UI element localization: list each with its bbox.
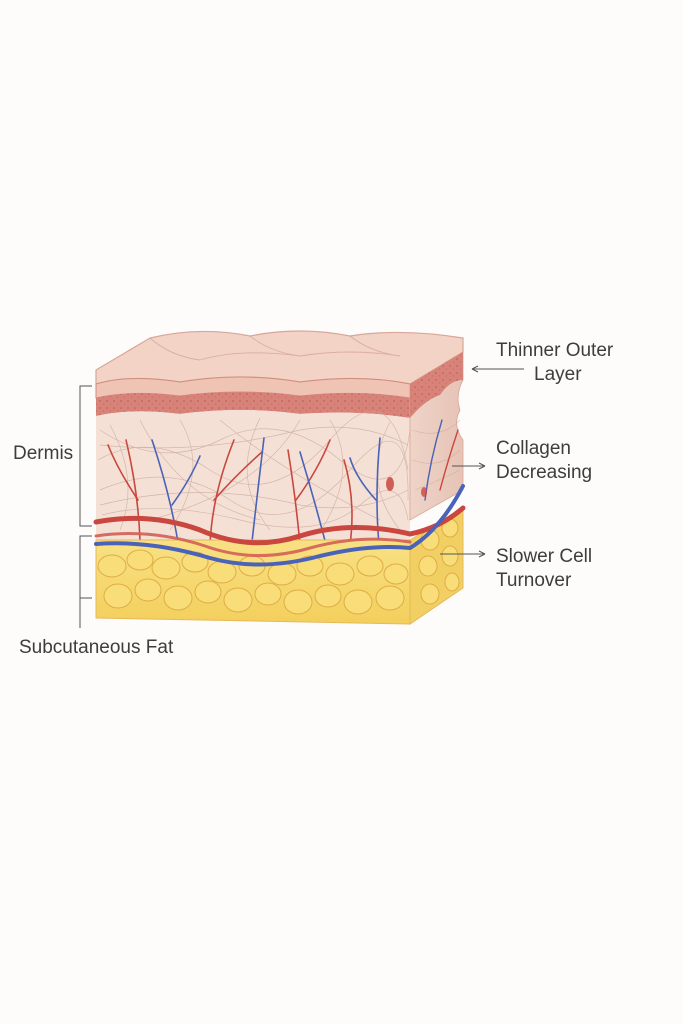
subcutaneous-bracket [79, 535, 92, 628]
label-line: Slower Cell [496, 546, 593, 567]
label-line: Decreasing [496, 462, 593, 483]
label-thinner-outer-layer: Thinner Outer Layer [496, 339, 613, 387]
leader-lines [440, 365, 524, 558]
label-subcutaneous-fat: Subcutaneous Fat [19, 637, 174, 658]
label-line: Collagen [496, 438, 571, 459]
label-line: Turnover [496, 570, 572, 591]
label-line: Thinner Outer [496, 340, 614, 361]
label-line: Layer [534, 364, 582, 385]
fat-cells [97, 518, 460, 615]
label-collagen-decreasing: Collagen Decreasing [496, 437, 592, 485]
label-dermis: Dermis [13, 443, 74, 464]
artery [93, 505, 466, 546]
label-slower-cell-turnover: Slower Cell Turnover [496, 545, 592, 593]
vein [94, 484, 465, 567]
dermis-bracket [79, 385, 92, 527]
